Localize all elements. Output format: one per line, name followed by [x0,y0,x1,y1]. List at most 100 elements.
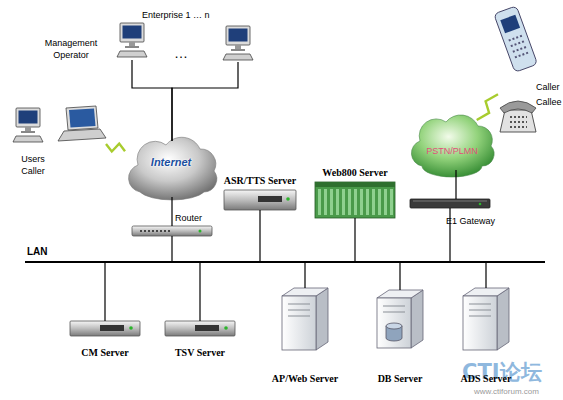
connector-line [104,263,105,321]
node-label: ASR/TTS Server [218,175,302,187]
pstn-cloud: PSTN/PLMN [416,120,496,170]
e1-gateway-shape [410,199,490,208]
desk-phone [510,116,527,118]
ads-server: ADS Server [463,288,509,350]
node-label: PSTN/PLMN [416,146,488,157]
user-laptop [58,106,106,141]
desk-phone [500,110,536,132]
ap-web-tower [282,288,328,296]
node-label: TSV Server [155,347,245,359]
db-tower [383,306,405,307]
web800-shape [318,189,393,215]
db-tower [377,298,411,348]
ap-web-tower [288,310,310,311]
db-tower [411,290,423,348]
connector-line [485,263,486,288]
cm-server-shape [100,325,124,331]
pstn-cloud-shape [411,115,494,177]
node-label: Enterprise 1 … n [142,9,252,21]
node-label: CM Server [60,347,150,359]
web800-shape [315,182,395,187]
tsv-server: TSV Server [165,321,235,336]
user-laptop [69,109,96,128]
web800-shape [315,182,395,218]
asr-tts-shape [224,190,296,210]
cm-server-shape [129,326,133,330]
db-tower [386,323,402,329]
ads-tower [469,316,491,317]
ellipsis-mark: … [174,46,188,60]
user-laptop [66,106,98,130]
tsv-server-shape [195,325,219,331]
wireless-link [477,94,498,120]
node-label: AP/Web Server [260,373,350,385]
ads-tower [463,288,509,296]
router-shape [140,230,170,232]
db-server: DB Server [377,290,423,348]
mobile-phone [494,6,538,72]
db-tower [377,290,423,348]
management-computer [117,23,147,57]
e1-gateway-shape [413,201,487,202]
router-shape [132,226,212,236]
tsv-server-shape [224,326,228,330]
enterprise-computer [223,26,253,60]
node-label: Users Caller [12,153,54,177]
connector-line [132,60,172,141]
watermark-url: www.ctiforum.com [474,387,539,397]
node-label: Management Operator [34,37,108,61]
ap-web-tower [288,304,310,305]
desk-phone [510,121,527,123]
cm-server-shape [70,321,140,336]
internet-cloud: Internet [125,141,217,197]
connector-line [199,263,200,321]
node-label: Caller Callee [536,80,563,110]
asr-tts-shape [258,196,282,202]
connector-line [449,208,450,261]
ads-tower [469,310,491,311]
mobile-phone [500,15,520,34]
web800-server: Web800 Server [315,182,395,218]
node-label: ADS Server [441,373,531,385]
node-label: LAN [27,246,67,258]
mobile-phone [494,6,538,72]
connector-line [171,197,172,226]
node-label: DB Server [355,373,445,385]
node-label: Internet [125,156,217,169]
management-computer [117,23,147,57]
internet-cloud-shape [129,137,217,200]
router-shape [199,230,202,233]
connector-line [171,236,172,261]
mobile-phone [515,53,528,58]
mobile-phone [494,6,538,72]
user-desktop [13,108,43,142]
connector-line [354,218,355,261]
connector-line [304,263,305,288]
asr-tts-server: ASR/TTS Server [224,190,296,210]
ads-tower [497,288,509,350]
asr-tts-shape [286,197,290,201]
ap-web-tower [282,296,316,350]
e1-gateway: E1 Gateway [410,199,490,208]
user-terminal: Users Caller [8,106,106,144]
phone-set: Caller Callee [498,5,538,135]
mobile-phone [513,47,526,52]
management-workstation: Management Operator [116,20,148,60]
db-tower [383,312,405,313]
e1-gateway-shape [479,203,482,206]
cm-server: CM Server [70,321,140,336]
ads-tower [463,288,509,350]
desk-phone [500,101,536,113]
ap-web-server: AP/Web Server [282,288,328,350]
router-device: Router [132,226,212,236]
connector-line [399,263,400,290]
tsv-server-shape [165,321,235,336]
desk-phone [500,101,536,132]
ap-web-tower [288,316,310,317]
internet-cloud-shape [129,137,217,200]
wireless-link [106,144,125,152]
node-label: Router [175,212,215,224]
node-label: Web800 Server [311,167,399,179]
ap-web-tower [282,288,328,350]
